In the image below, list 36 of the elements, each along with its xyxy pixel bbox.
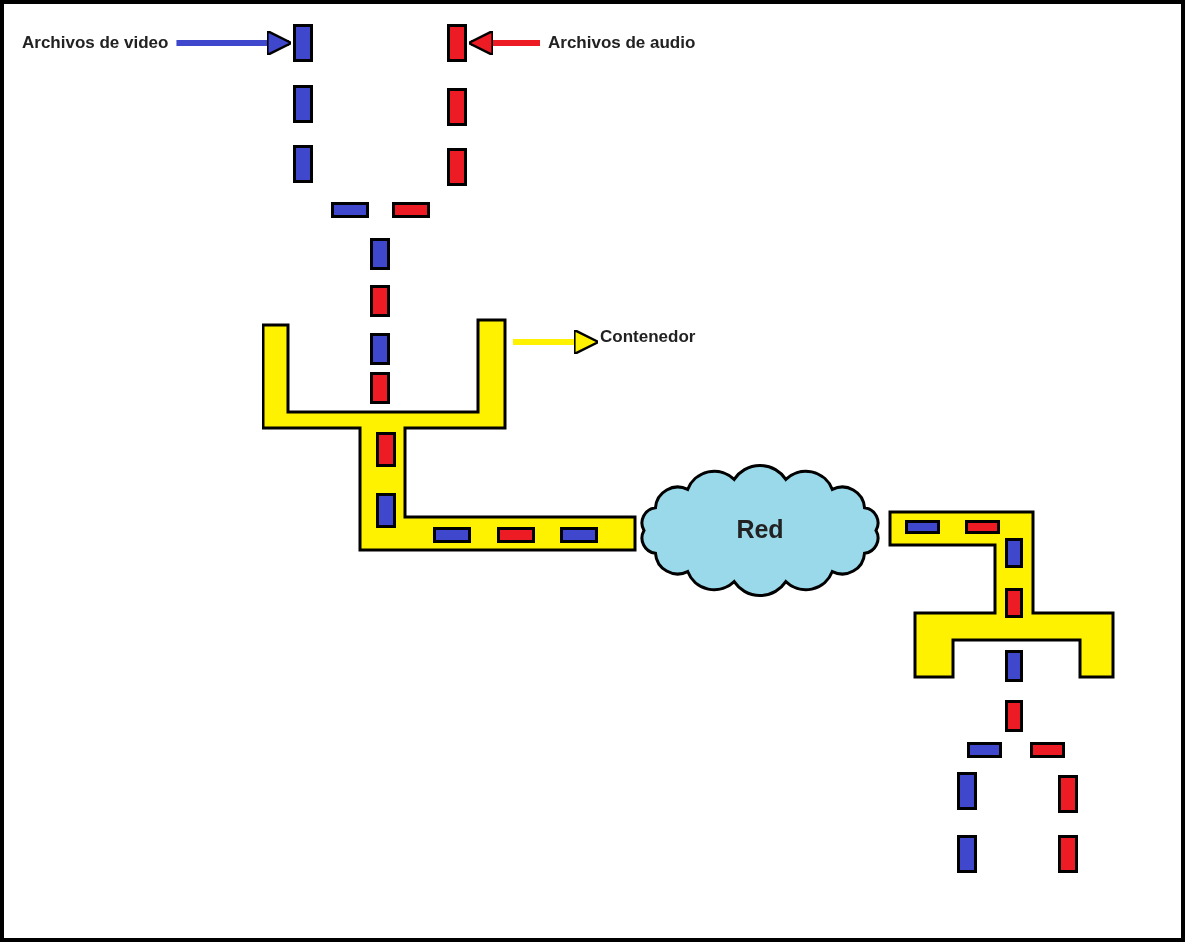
- packet-block: [1058, 775, 1078, 813]
- packet-block: [331, 202, 369, 218]
- packet-block: [965, 520, 1000, 534]
- arrow: [467, 29, 540, 57]
- packet-block: [1030, 742, 1065, 758]
- packet-block: [957, 772, 977, 810]
- packet-block: [447, 24, 467, 62]
- packet-block: [392, 202, 430, 218]
- packet-block: [447, 88, 467, 126]
- packet-block: [376, 432, 396, 467]
- packet-block: [957, 835, 977, 873]
- arrow: [176, 29, 293, 57]
- text-label: Archivos de audio: [548, 33, 696, 53]
- text-label: Contenedor: [600, 327, 696, 347]
- packet-block: [370, 372, 390, 404]
- cloud-label: Red: [735, 514, 785, 544]
- packet-block: [560, 527, 598, 543]
- packet-block: [447, 148, 467, 186]
- packet-block: [1058, 835, 1078, 873]
- packet-block: [967, 742, 1002, 758]
- packet-block: [376, 493, 396, 528]
- arrow: [513, 328, 600, 356]
- packet-block: [497, 527, 535, 543]
- packet-block: [1005, 650, 1023, 682]
- packet-block: [370, 285, 390, 317]
- packet-block: [370, 238, 390, 270]
- packet-block: [905, 520, 940, 534]
- packet-block: [293, 145, 313, 183]
- packet-block: [293, 85, 313, 123]
- packet-block: [1005, 538, 1023, 568]
- packet-block: [370, 333, 390, 365]
- packet-block: [293, 24, 313, 62]
- text-label: Archivos de video: [22, 33, 169, 53]
- packet-block: [433, 527, 471, 543]
- packet-block: [1005, 700, 1023, 732]
- packet-block: [1005, 588, 1023, 618]
